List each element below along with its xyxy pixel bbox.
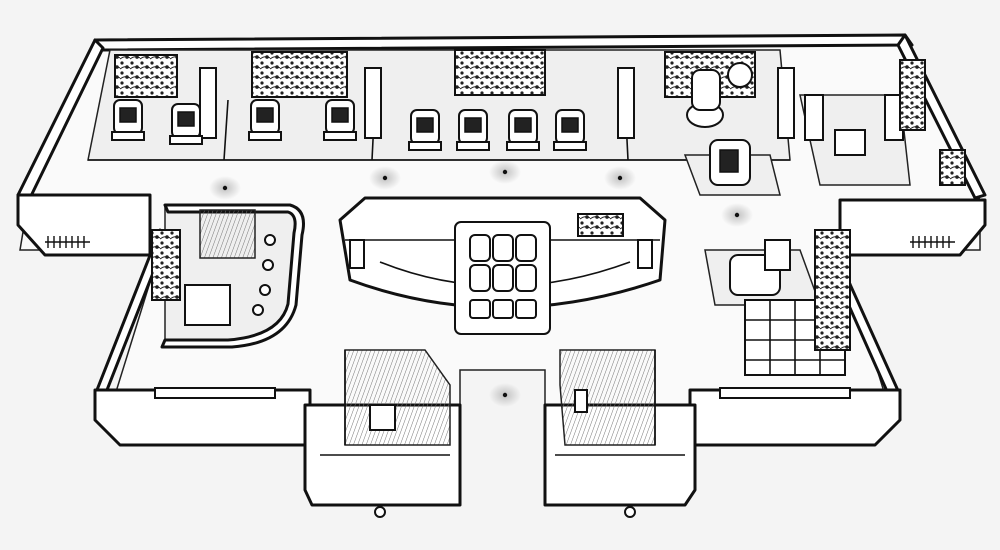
ceiling-lights — [209, 160, 753, 407]
motorbike-simulator — [506, 109, 540, 151]
seat — [469, 264, 491, 292]
motorbike-simulator — [111, 99, 145, 141]
left-wing-front — [16, 193, 152, 257]
lounge-stools — [252, 234, 276, 316]
floor-light-right — [624, 506, 636, 518]
entrance-corridors — [344, 349, 656, 446]
motorbike-simulator — [248, 99, 282, 141]
vent-grilles — [45, 236, 955, 518]
seat-base — [515, 299, 537, 319]
floor-light-left — [374, 506, 386, 518]
big-ride — [686, 62, 753, 128]
right-corner-room — [799, 59, 966, 186]
right-cage-area — [704, 229, 851, 376]
center-pillar-right — [637, 239, 653, 269]
seat-base — [469, 299, 491, 319]
pillars — [199, 67, 795, 139]
motorbike-simulator — [169, 103, 203, 145]
glow-light-dot — [734, 212, 740, 218]
motorbike-simulator — [553, 109, 587, 151]
motorbike-simulator — [456, 109, 490, 151]
glow-light-dot — [617, 175, 623, 181]
poster-icon — [251, 51, 348, 98]
motorbike-simulator — [323, 99, 357, 141]
right-platform — [683, 139, 781, 196]
seat-base — [492, 299, 514, 319]
back-row-machines — [111, 99, 587, 151]
poster-icon — [454, 49, 546, 96]
center-island — [338, 196, 667, 335]
glow-light-dot — [222, 185, 228, 191]
glow-light-dot — [502, 392, 508, 398]
poster-icon — [577, 213, 624, 237]
seat — [515, 234, 537, 262]
center-pillar-left — [349, 239, 365, 269]
kiosk — [369, 404, 396, 431]
vent-grille-icon — [910, 236, 955, 248]
poster-icon — [939, 149, 966, 186]
sign-bars — [154, 387, 851, 399]
center-seat-rig — [454, 221, 551, 335]
back-row-area — [87, 49, 795, 161]
glow-light-dot — [382, 175, 388, 181]
lounge-table — [184, 284, 231, 326]
kiosk — [574, 389, 588, 413]
poster-icon — [899, 59, 926, 131]
seat — [492, 234, 514, 262]
poster-icon — [114, 54, 178, 98]
vent-grille-icon — [45, 236, 90, 248]
left-lounge — [151, 203, 305, 349]
seat — [515, 264, 537, 292]
motorbike-simulator — [408, 109, 442, 151]
glow-light-dot — [502, 169, 508, 175]
seat — [469, 234, 491, 262]
poster-icon — [151, 229, 181, 301]
poster-icon — [814, 229, 851, 351]
seat — [492, 264, 514, 292]
